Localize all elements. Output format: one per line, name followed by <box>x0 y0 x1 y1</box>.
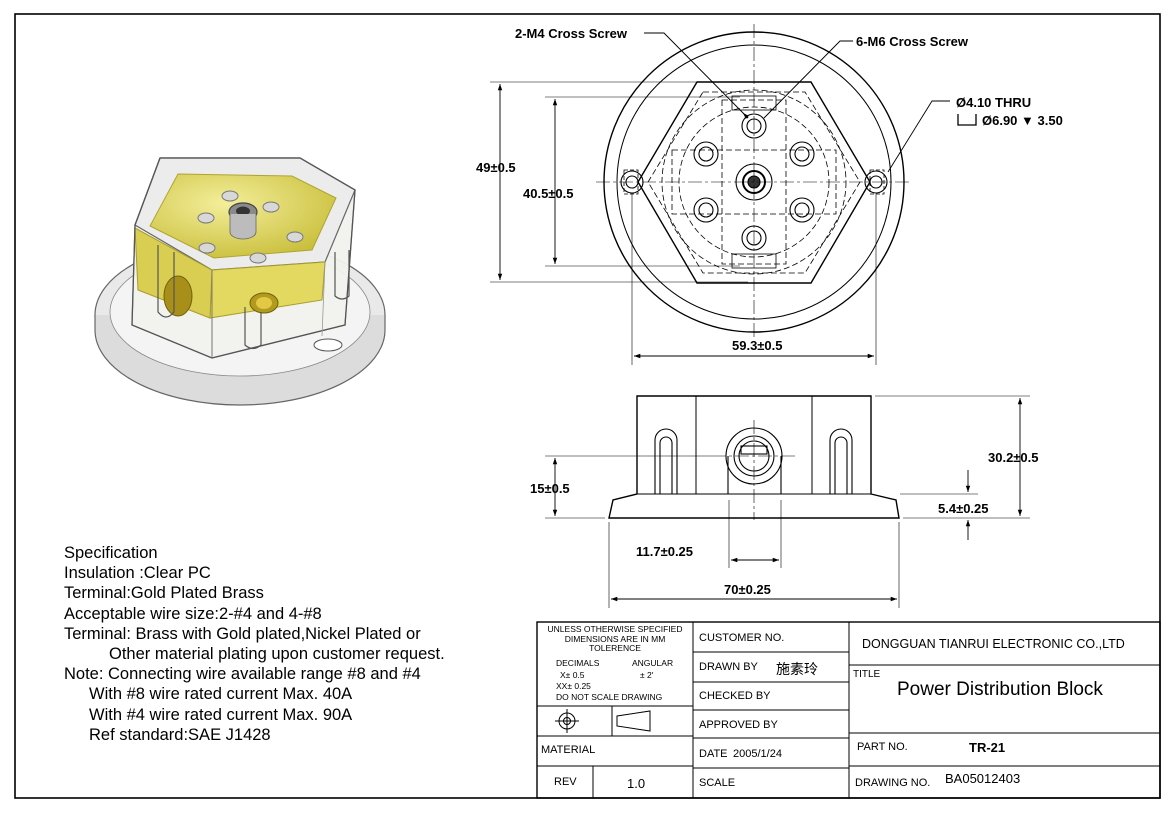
drawn-by-value: 施素玲 <box>776 661 818 677</box>
dim-base-height-5-4: 5.4±0.25 <box>938 501 989 516</box>
no-scale-note: DO NOT SCALE DRAWING <box>556 692 663 702</box>
spec-line: Terminal:Gold Plated Brass <box>64 584 264 603</box>
front-view-dimensions <box>545 395 1030 608</box>
counterbore-symbol <box>957 114 977 126</box>
decimal-tolerance: X± 0.5 <box>560 670 585 680</box>
m6-screw-callout: 6-M6 Cross Screw <box>856 34 969 49</box>
projection-symbol-icon <box>555 709 651 733</box>
dim-height-49: 49±0.5 <box>476 160 516 175</box>
two-decimal-tolerance: XX± 0.25 <box>556 681 591 691</box>
front-view <box>608 395 900 520</box>
isometric-render <box>94 157 386 406</box>
dim-width-70: 70±0.25 <box>724 582 771 597</box>
spec-line: Ref standard:SAE J1428 <box>89 725 271 744</box>
spec-line: Other material plating upon customer req… <box>109 645 445 664</box>
checked-by-label: CHECKED BY <box>699 690 771 702</box>
customer-no-label: CUSTOMER NO. <box>699 632 785 644</box>
part-no-label: PART NO. <box>857 741 908 753</box>
spec-line: Note: Connecting wire available range #8… <box>64 665 421 684</box>
tolerance-line: DIMENSIONS ARE IN MM <box>564 633 666 644</box>
spec-line: With #4 wire rated current Max. 90A <box>89 705 353 724</box>
tolerance-header: UNLESS OTHERWISE SPECIFIED DIMENSIONS AR… <box>538 624 692 654</box>
rev-value: 1.0 <box>627 776 646 791</box>
tolerance-line: UNLESS OTHERWISE SPECIFIED <box>547 624 683 634</box>
drawing-no-label: DRAWING NO. <box>855 777 931 789</box>
top-view-dimensions <box>490 32 950 365</box>
dim-height-40-5: 40.5±0.5 <box>523 186 574 201</box>
spec-line: Acceptable wire size:2-#4 and 4-#8 <box>64 604 322 623</box>
title-block-grid <box>536 621 1161 799</box>
specification-notes: Specification Insulation :Clear PC Termi… <box>64 543 445 745</box>
date-label: DATE <box>699 748 728 760</box>
angular-label: ANGULAR <box>632 658 674 668</box>
drawing-title: Power Distribution Block <box>897 679 1103 700</box>
rev-label: REV <box>554 776 577 788</box>
top-view <box>596 24 912 340</box>
dim-hole-height-15: 15±0.5 <box>530 481 570 496</box>
company-name: DONGGUAN TIANRUI ELECTRONIC CO.,LTD <box>862 637 1125 651</box>
dim-width-59-3: 59.3±0.5 <box>732 338 783 353</box>
date-value: 2005/1/24 <box>733 748 782 760</box>
spec-line: With #8 wire rated current Max. 40A <box>89 685 353 704</box>
angular-tolerance: ± 2' <box>640 670 654 680</box>
approved-by-label: APPROVED BY <box>699 719 778 731</box>
drawing-no-value: BA05012403 <box>945 771 1021 786</box>
dim-height-30-2: 30.2±0.5 <box>988 450 1039 465</box>
decimals-label: DECIMALS <box>556 658 600 668</box>
hole-callout-counterbore: Ø6.90 ▼ 3.50 <box>982 113 1063 128</box>
scale-label: SCALE <box>699 777 736 789</box>
m4-screw-callout: 2-M4 Cross Screw <box>515 26 628 41</box>
part-no-value: TR-21 <box>969 740 1006 755</box>
material-label: MATERIAL <box>541 744 596 756</box>
hole-callout-thru: Ø4.10 THRU <box>956 95 1031 110</box>
spec-line: Insulation :Clear PC <box>64 564 211 583</box>
spec-heading: Specification <box>64 544 158 562</box>
title-label: TITLE <box>853 669 881 680</box>
drawn-by-label: DRAWN BY <box>699 661 758 673</box>
dim-hole-offset-11-7: 11.7±0.25 <box>636 544 693 559</box>
spec-line: Terminal: Brass with Gold plated,Nickel … <box>64 624 421 643</box>
tolerance-line: TOLERENCE <box>589 643 641 653</box>
